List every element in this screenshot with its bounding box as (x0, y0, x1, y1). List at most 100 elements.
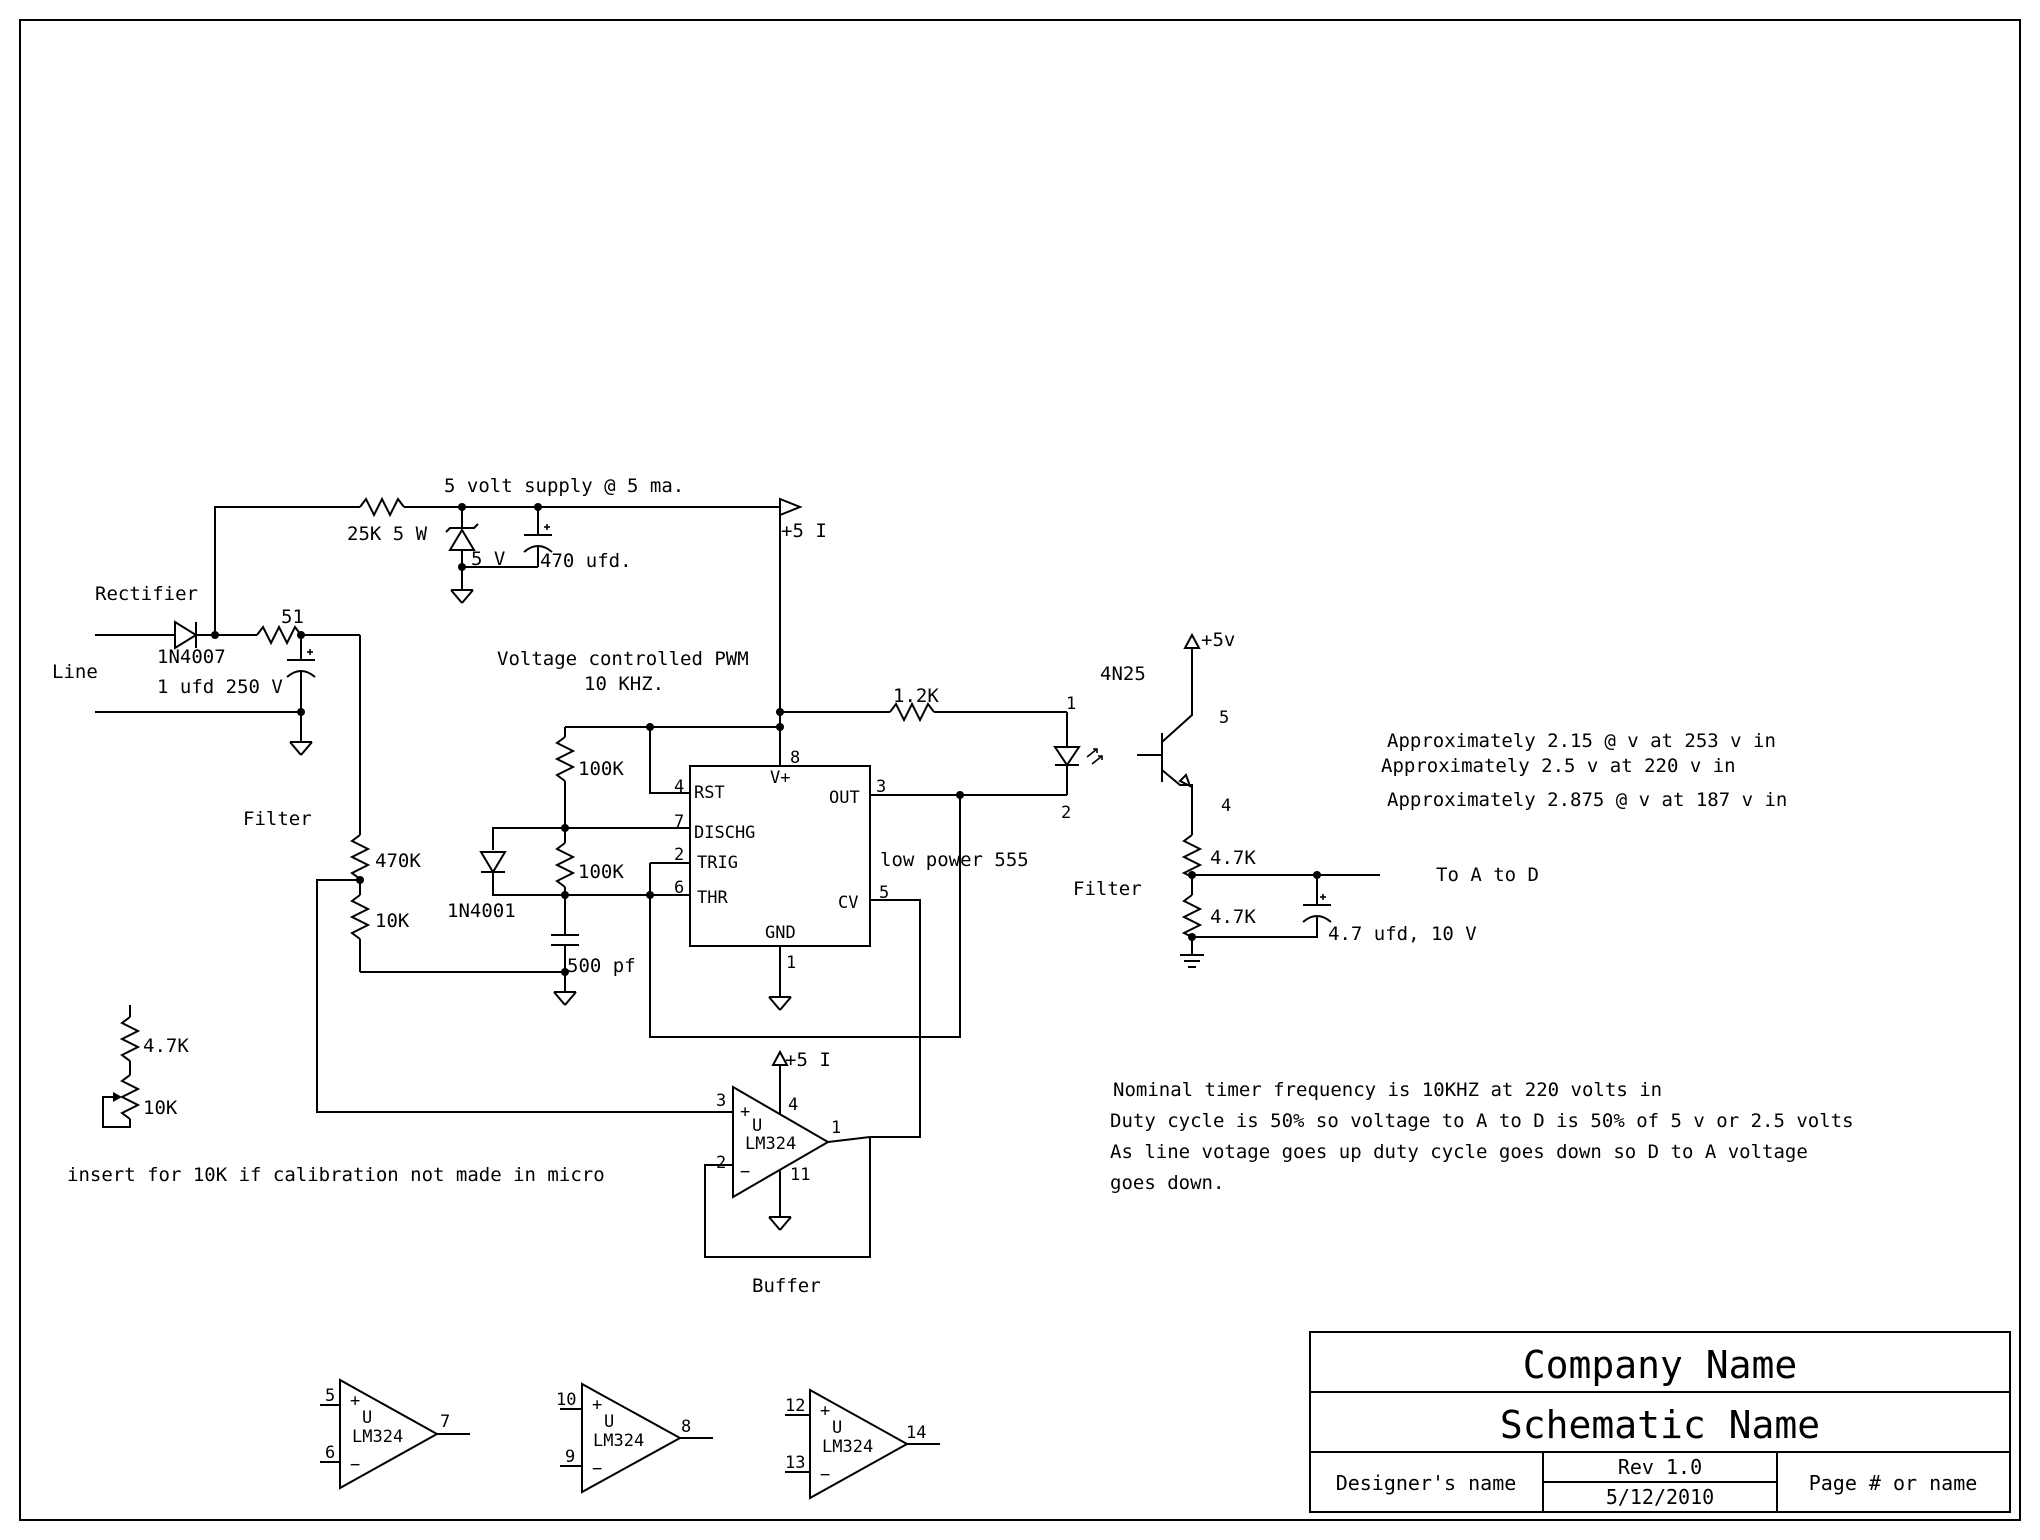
spare3-pin-out: 14 (906, 1423, 926, 1443)
spare3-part: LM324 (822, 1437, 873, 1457)
pin-555-trig: TRIG (697, 853, 738, 873)
approx-line-3: Approximately 2.875 @ v at 187 v in (1387, 789, 1787, 811)
label-filter-right: Filter (1073, 878, 1142, 900)
resistor-insert-4k7 (119, 1016, 141, 1062)
zener-diode (448, 528, 476, 551)
label-4k7-top: 4.7K (1210, 847, 1256, 869)
buffer-u: U (752, 1116, 762, 1136)
spare-opamp-2 (560, 1382, 713, 1494)
spare2-pin-out: 8 (681, 1417, 691, 1437)
title-company: Company Name (1523, 1343, 1798, 1387)
label-zener: 5 V (471, 548, 505, 570)
supply-section (95, 496, 803, 1113)
approx-line-2: Approximately 2.5 v at 220 v in (1381, 755, 1736, 777)
title-rev: Rev 1.0 (1618, 1455, 1702, 1479)
title-page: Page # or name (1809, 1471, 1978, 1495)
label-pwm-title: Voltage controlled PWM (497, 648, 749, 670)
spare3-pin-minus: 13 (785, 1453, 805, 1473)
supply-title: 5 volt supply @ 5 ma. (444, 475, 684, 497)
note-line-4: goes down. (1110, 1172, 1224, 1194)
title-block (1309, 1331, 2011, 1513)
spare2-plus: + (592, 1395, 602, 1415)
vcc-arrow-right (1183, 632, 1201, 649)
label-insert-4k7: 4.7K (143, 1035, 189, 1057)
pin-555-6: 6 (674, 878, 684, 898)
buffer-part: LM324 (745, 1134, 796, 1154)
diode-1n4001 (479, 851, 507, 874)
label-line: Line (52, 661, 98, 683)
spare1-plus: + (350, 1391, 360, 1411)
spare1-u: U (362, 1408, 372, 1428)
label-vcc-top: +5 I (781, 520, 827, 542)
label-4u7: 4.7 ufd, 10 V (1328, 923, 1477, 945)
vcc-arrow-top (779, 497, 803, 517)
ic555-section (479, 701, 1067, 1138)
label-filter-left: Filter (243, 808, 312, 830)
spare1-part: LM324 (352, 1427, 403, 1447)
pin-555-5: 5 (879, 883, 889, 903)
buffer-pin-4: 4 (788, 1095, 798, 1115)
resistor-100k-a (554, 736, 576, 782)
label-51: 51 (281, 606, 304, 628)
label-1k2: 1.2K (893, 685, 939, 707)
note-line-1: Nominal timer frequency is 10KHZ at 220 … (1113, 1079, 1662, 1101)
spare2-minus: − (592, 1459, 602, 1479)
label-rectifier: Rectifier (95, 583, 198, 605)
resistor-4k7-bot (1181, 894, 1203, 938)
spare3-plus: + (820, 1401, 830, 1421)
label-470ufd: 470 ufd. (540, 550, 632, 572)
pin-555-2: 2 (674, 845, 684, 865)
sheet-border (19, 19, 2021, 1521)
pin-555-8: 8 (790, 748, 800, 768)
pin-555-vplus: V+ (770, 768, 790, 788)
resistor-100k-b (554, 842, 576, 888)
label-1n4001: 1N4001 (447, 900, 516, 922)
approx-line-1: Approximately 2.15 @ v at 253 v in (1387, 730, 1776, 752)
pin-555-4: 4 (674, 777, 684, 797)
resistor-10k (349, 894, 371, 940)
pin-555-dischg: DISCHG (694, 823, 755, 843)
spare1-pin-plus: 5 (325, 1386, 335, 1406)
pin-555-gnd: GND (765, 923, 796, 943)
label-100k-a: 100K (578, 758, 624, 780)
pin-555-rst: RST (694, 783, 725, 803)
spare3-u: U (832, 1418, 842, 1438)
spare1-pin-out: 7 (440, 1412, 450, 1432)
label-10k: 10K (375, 910, 410, 932)
label-25k: 25K 5 W (347, 523, 428, 545)
spare2-pin-minus: 9 (565, 1447, 575, 1467)
pot-insert-10k (119, 1074, 141, 1120)
label-insert-10k: 10K (143, 1097, 178, 1119)
opto-section (1053, 632, 1380, 968)
buffer-pin-3: 3 (716, 1091, 726, 1111)
label-100k-b: 100K (578, 861, 624, 883)
label-1n4007: 1N4007 (157, 646, 226, 668)
label-470k: 470K (375, 850, 421, 872)
label-4k7-bot: 4.7K (1210, 906, 1256, 928)
opto-led (1053, 746, 1081, 767)
buffer-plus: + (740, 1102, 750, 1122)
opamp-buffer-body (732, 1085, 830, 1199)
resistor-25k (359, 496, 405, 518)
pin-555-cv: CV (838, 893, 858, 913)
label-pwm-freq: 10 KHZ. (584, 673, 664, 695)
label-4n25: 4N25 (1100, 663, 1146, 685)
pin-opto-2: 2 (1061, 803, 1071, 823)
buffer-opamp (704, 1049, 871, 1258)
spare1-minus: − (350, 1455, 360, 1475)
pin-555-3: 3 (876, 777, 886, 797)
note-line-2: Duty cycle is 50% so voltage to A to D i… (1110, 1110, 1854, 1132)
spare-opamp-1 (320, 1378, 470, 1490)
title-designer: Designer's name (1336, 1471, 1517, 1495)
spare2-u: U (604, 1412, 614, 1432)
label-buffer-vcc: +5 I (785, 1049, 831, 1071)
buffer-pin-11: 11 (790, 1165, 810, 1185)
pin-opto-4: 4 (1221, 796, 1231, 816)
spare-opamp-3 (785, 1388, 940, 1500)
resistor-1k2 (889, 701, 935, 723)
label-vcc-right: +5v (1201, 629, 1235, 651)
spare3-pin-plus: 12 (785, 1396, 805, 1416)
buffer-pin-2: 2 (716, 1153, 726, 1173)
title-date: 5/12/2010 (1606, 1485, 1714, 1509)
